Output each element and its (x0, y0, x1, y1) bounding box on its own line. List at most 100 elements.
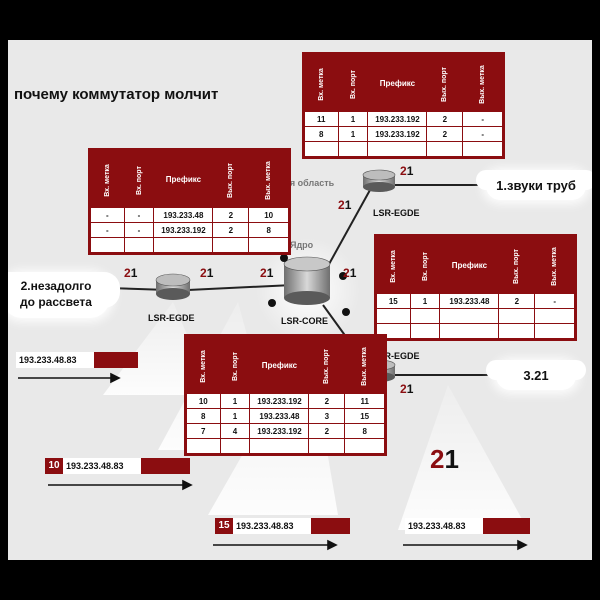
cloud-label: 2.незадолго (20, 279, 92, 293)
table-cell: 193.233.192 (249, 423, 310, 439)
column-header: Вых. порт (426, 54, 464, 112)
table-cell (409, 308, 441, 324)
column-header: Вых. порт (498, 236, 536, 294)
table-row (186, 438, 385, 454)
port-number: 21 (400, 164, 414, 178)
column-header: Вых. метка (248, 150, 289, 208)
table-cell: 193.233.48 (153, 207, 214, 223)
packet-payload (141, 458, 190, 474)
table-cell (186, 438, 221, 454)
table-cell: 8 (248, 222, 289, 238)
table-cell (249, 438, 310, 454)
table-cell: 1 (409, 293, 441, 309)
table-cell: 8 (186, 408, 221, 424)
table-cell: 2 (308, 423, 346, 439)
table-cell: 3 (308, 408, 346, 424)
table-cell: 10 (248, 207, 289, 223)
table-cell (344, 438, 385, 454)
table-cell: - (123, 207, 155, 223)
packet-1: 193.233.48.83 (16, 352, 138, 368)
column-header: Вх. порт (123, 150, 155, 208)
table-cell: - (534, 293, 575, 309)
table-cell: 10 (186, 393, 221, 409)
table-cell: - (90, 222, 125, 238)
packet-4: 193.233.48.83 (405, 518, 530, 534)
diagram-canvas: почему коммутатор молчит Граничная облас… (8, 40, 592, 560)
port-number: 21 (260, 266, 274, 280)
table-cell: 193.233.192 (249, 393, 310, 409)
port-number: 21 (200, 266, 214, 280)
arrow-3 (213, 539, 338, 551)
column-header: Префикс (249, 336, 310, 394)
arrow-2 (48, 479, 193, 491)
table-row (376, 323, 575, 339)
table-cell: 1 (219, 408, 251, 424)
column-header: Вх. порт (337, 54, 369, 112)
core-dot (268, 299, 276, 307)
lsr-edge-top-label: LSR-EGDE (373, 208, 420, 218)
table-cell: 1 (219, 393, 251, 409)
table-cell: - (90, 207, 125, 223)
cloud-label: 1.звуки труб (496, 178, 576, 193)
table-cell (219, 438, 251, 454)
table-cell (153, 237, 214, 253)
packet-ip: 193.233.48.83 (233, 518, 311, 534)
table-row (376, 308, 575, 324)
table-cell: 193.233.48 (439, 293, 500, 309)
page-title: почему коммутатор молчит (14, 86, 219, 103)
table-cell: 1 (337, 111, 369, 127)
table-cell (534, 323, 575, 339)
table-cell (376, 308, 411, 324)
table-cell (367, 141, 428, 157)
router-core (283, 256, 331, 305)
column-header: Вх. порт (409, 236, 441, 294)
table-cell (248, 237, 289, 253)
table-cell: 193.233.192 (153, 222, 214, 238)
router-top (362, 169, 396, 192)
arrow-4 (403, 539, 528, 551)
table-cell: 2 (308, 393, 346, 409)
packet-2: 10 193.233.48.83 (45, 458, 190, 474)
port-number: 21 (124, 266, 138, 280)
table-cell: - (123, 222, 155, 238)
table-cell: 8 (344, 423, 385, 439)
table-cell (337, 141, 369, 157)
table-cell: 2 (212, 222, 250, 238)
table-cell: 2 (426, 126, 464, 142)
table-cell (308, 438, 346, 454)
table-cell (534, 308, 575, 324)
table-cell: 15 (344, 408, 385, 424)
table-cell: 15 (376, 293, 411, 309)
border-area-label: Граничная область (248, 178, 335, 188)
big-label: 21 (430, 444, 459, 474)
column-header: Вых. метка (344, 336, 385, 394)
table-cell (439, 323, 500, 339)
table-cell: 193.233.48 (249, 408, 310, 424)
table-cell: 7 (186, 423, 221, 439)
arrow-1 (18, 372, 121, 384)
packet-ip: 193.233.48.83 (16, 352, 94, 368)
packet-label: 10 (45, 458, 63, 474)
column-header: Вх. метка (90, 150, 125, 208)
port-number: 21 (338, 198, 352, 212)
table-cell (439, 308, 500, 324)
column-header: Вых. порт (212, 150, 250, 208)
table-cell (123, 237, 155, 253)
table-cell (426, 141, 464, 157)
column-header: Вх. порт (219, 336, 251, 394)
packet-ip: 193.233.48.83 (63, 458, 141, 474)
link-core-top (322, 189, 371, 276)
table-cell: 2 (498, 293, 536, 309)
lsr-edge-bottom-label: LSR-EGDE (373, 351, 420, 361)
